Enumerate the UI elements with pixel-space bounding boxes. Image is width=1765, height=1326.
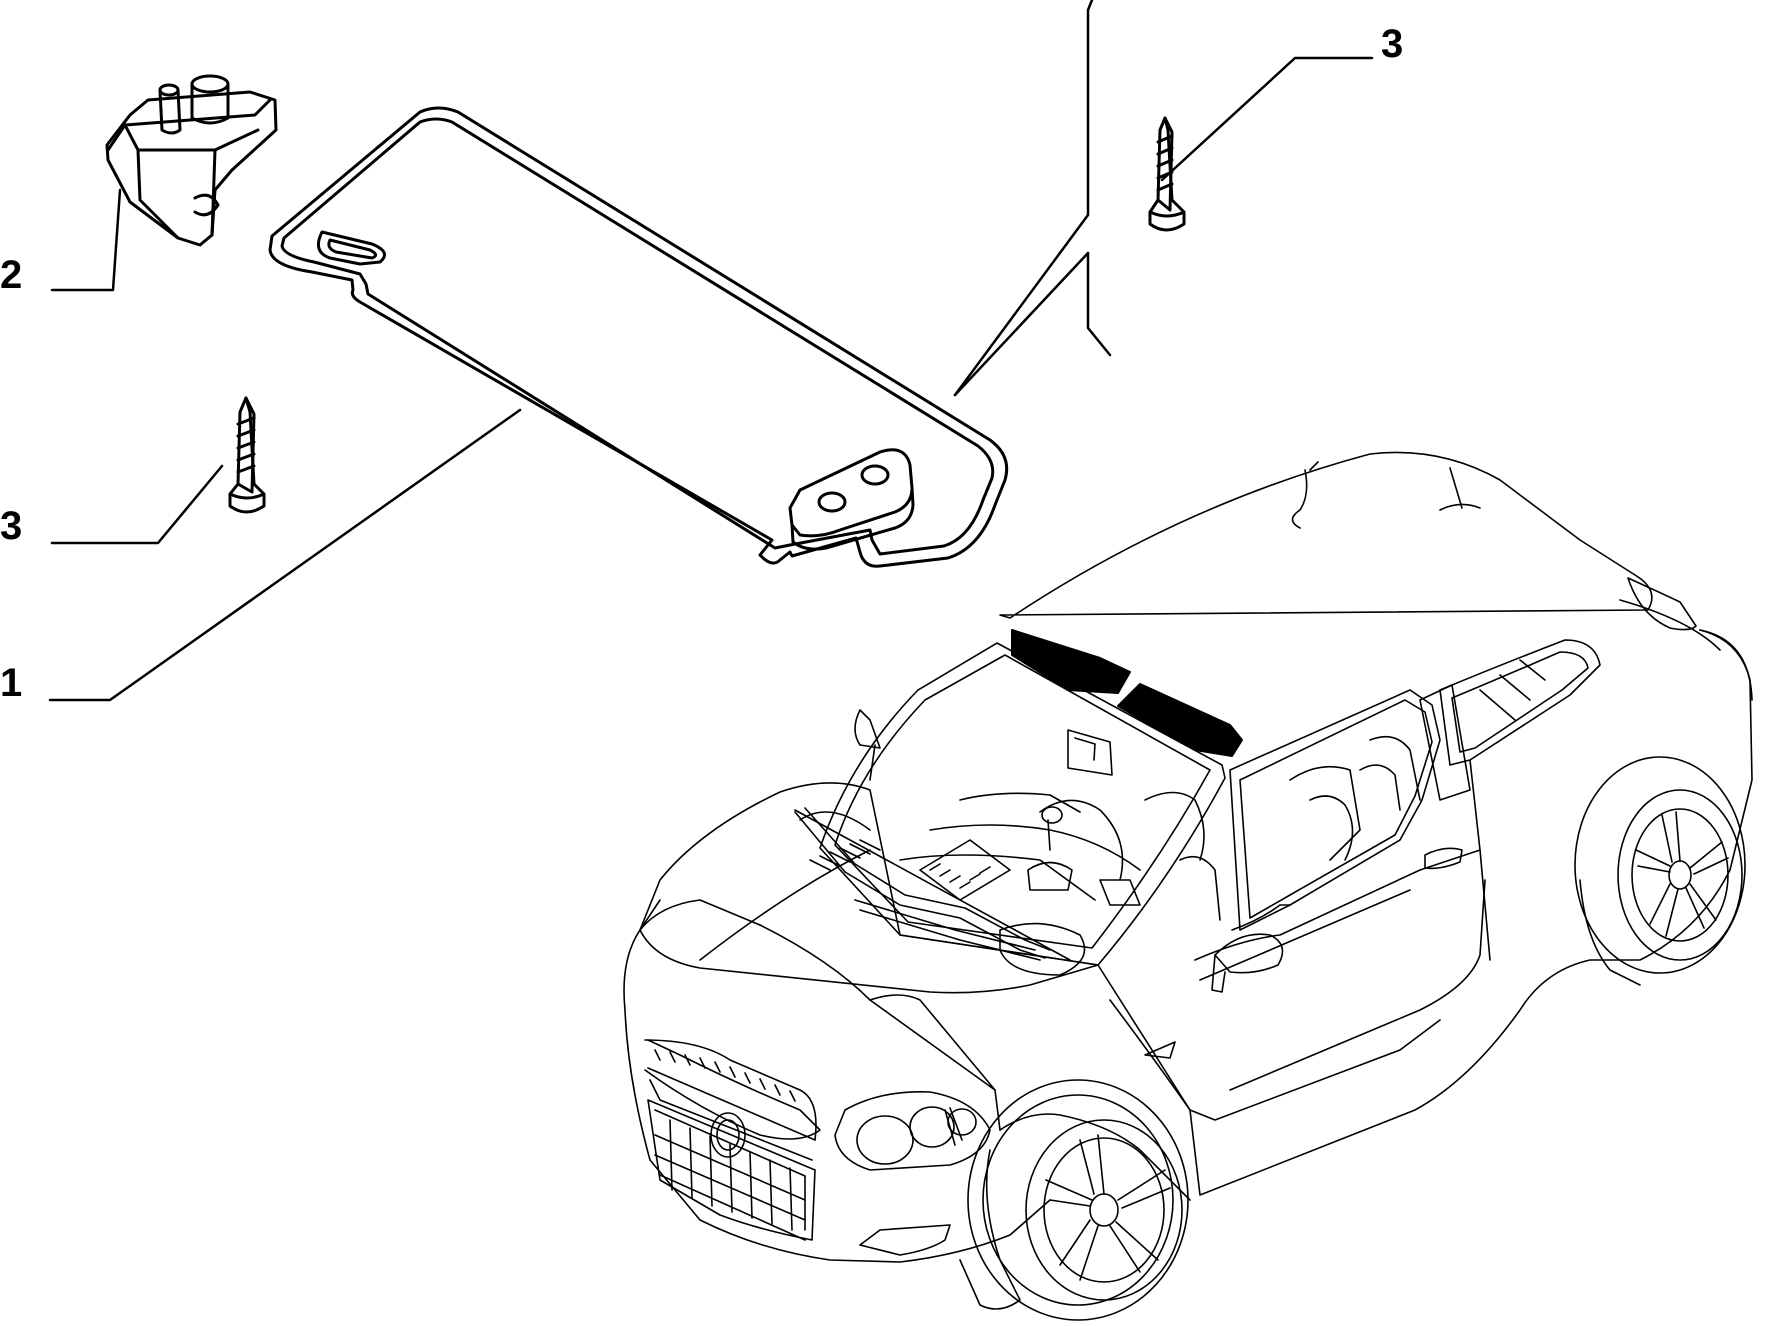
leader-line-2 (50, 188, 122, 292)
screw-top-part (1148, 116, 1186, 232)
screw-left-part (228, 396, 266, 514)
leader-line-bracket-lower (1086, 251, 1112, 357)
leader-line-1 (48, 408, 522, 702)
visor-clip-part (105, 74, 278, 247)
highlight-visor-left (1011, 629, 1131, 694)
callout-2-visor-clip: 2 (0, 253, 23, 297)
leader-lines (48, 0, 1374, 702)
callout-3-screw-top: 3 (1381, 22, 1404, 66)
leader-line-bracket (953, 0, 1094, 397)
sun-visor-part (268, 106, 1009, 568)
callout-1-sun-visor: 1 (0, 661, 23, 705)
leader-line-3-left (50, 464, 224, 545)
leader-line-bracket-link (953, 251, 1090, 397)
callout-3-screw-left: 3 (0, 504, 23, 548)
car-outline (623, 451, 1753, 1321)
leader-line-3-top (1160, 56, 1374, 182)
highlight-visor-right (1117, 683, 1243, 757)
